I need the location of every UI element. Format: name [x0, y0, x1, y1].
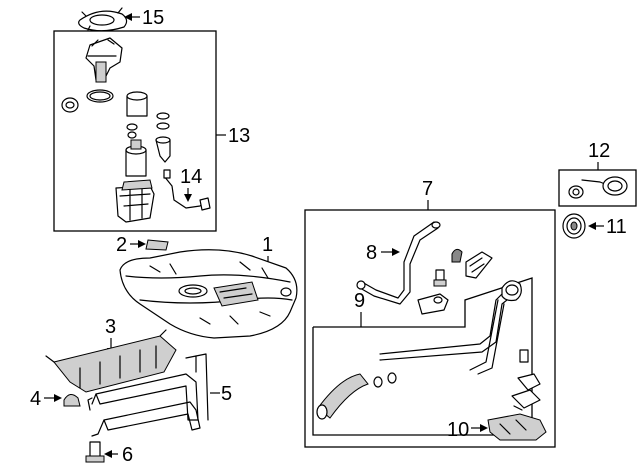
- arrowhead-8: [392, 248, 400, 256]
- callout-10: 10: [447, 419, 469, 441]
- part-10-bracket: [487, 413, 547, 441]
- part-5-tank-straps: [87, 353, 209, 437]
- part-6-bolt: [85, 441, 105, 463]
- callout-4: 4: [30, 388, 41, 410]
- callout-8: 8: [366, 242, 377, 264]
- part-4-clip: [63, 394, 81, 407]
- part-3-heat-shield: [45, 329, 177, 393]
- part-9-filler-neck: [316, 280, 541, 420]
- part-11-filler-housing: [562, 213, 586, 239]
- callout-14: 14: [180, 166, 202, 188]
- filler-pipe-box: [304, 209, 556, 448]
- callout-1: 1: [262, 234, 273, 256]
- arrowhead-15: [124, 13, 132, 21]
- callout-12: 12: [588, 140, 610, 162]
- callout-7: 7: [422, 178, 433, 200]
- arrowhead-4: [54, 394, 62, 402]
- callout-9: 9: [354, 290, 365, 312]
- part-15-lock-ring: [78, 7, 128, 32]
- arrowhead-2: [138, 240, 146, 248]
- fuel-pump-module-box: [53, 30, 217, 232]
- callout-5: 5: [221, 383, 232, 405]
- callout-6: 6: [122, 444, 133, 466]
- part-10-bracket-detail: [499, 419, 527, 435]
- arrowhead-14: [184, 194, 192, 202]
- part-13-pump-module-contents: [61, 37, 211, 223]
- part-1-fuel-tank: [119, 249, 298, 339]
- fuel-cap-box: [558, 169, 637, 207]
- callout-2: 2: [116, 234, 127, 256]
- callout-11: 11: [606, 216, 627, 238]
- callout-13: 13: [228, 125, 250, 147]
- part-8-fittings: [417, 248, 493, 315]
- part-2-insulator: [145, 239, 169, 251]
- arrowhead-11: [588, 222, 596, 230]
- arrowhead-6: [104, 450, 112, 458]
- part-8-breather-tube: [356, 221, 441, 305]
- arrowhead-10: [480, 424, 488, 432]
- callout-3: 3: [105, 316, 116, 338]
- filler-neck-box: [312, 277, 533, 436]
- callout-15: 15: [142, 7, 164, 29]
- part-12-fuel-cap: [568, 176, 628, 199]
